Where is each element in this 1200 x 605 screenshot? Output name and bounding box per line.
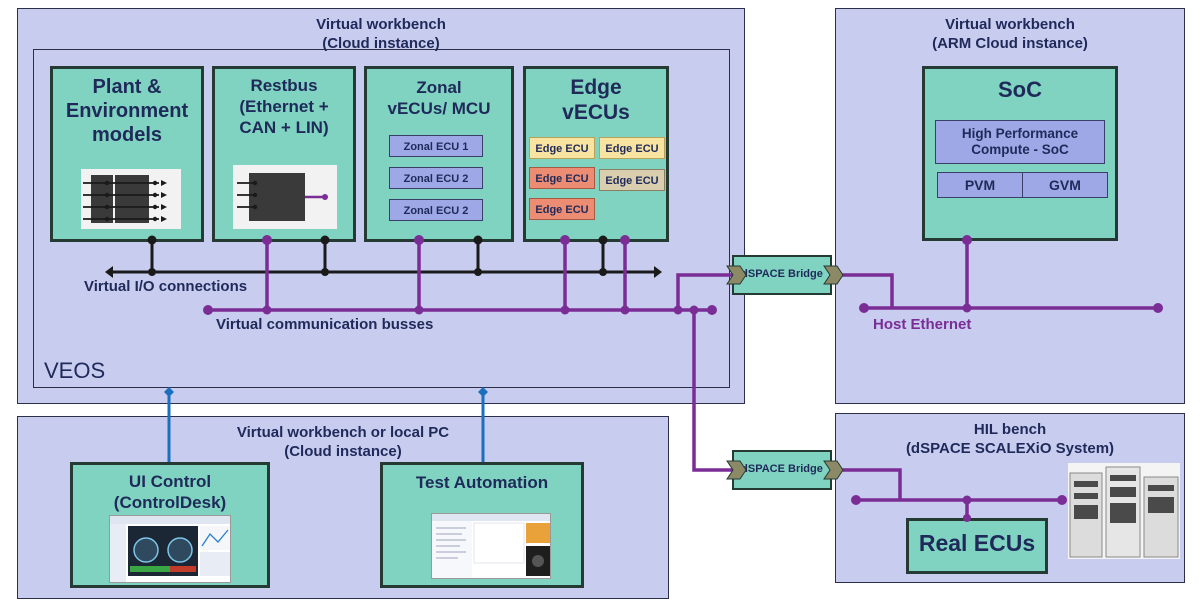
arm-workbench-title-line1: Virtual workbench [945,16,1075,33]
veos-workbench-title-line2: (Cloud instance) [322,35,440,52]
host-ethernet-label: Host Ethernet [873,316,972,333]
zonal-ecu-2: Zonal ECU 2 [389,167,483,189]
real-ecus-box: Real ECUs [906,518,1048,574]
ui-links [167,392,485,462]
gvm-block: GVM [1022,172,1108,198]
arm-workbench-title: Virtual workbench (ARM Cloud instance) [836,15,1184,53]
ui-link-nodes [164,387,488,397]
io-bus [112,240,655,274]
virtual-io-label: Virtual I/O connections [84,278,248,295]
plant-title-line2: Environment [65,100,189,122]
soc-title: SoC [998,77,1042,102]
ui-control-title-line2: (ControlDesk) [113,493,227,512]
restbus-title-line2: (Ethernet + [239,97,329,116]
bridge-connectors [726,265,844,480]
edge-ecu-1: Edge ECU [529,137,595,159]
edge-ecu-4: Edge ECU [599,169,665,191]
comm-bus-nodes [203,235,1163,522]
hil-bench-title: HIL bench (dSPACE SCALEXiO System) [836,420,1184,458]
local-pc-title: Virtual workbench or local PC (Cloud ins… [18,423,668,461]
zonal-title-line2: vECUs/ MCU [387,99,491,118]
plant-environment-title: Plant & Environment models [53,75,201,147]
pvm-block: PVM [937,172,1023,198]
edge-title-line1: Edge [570,76,622,99]
ui-control-box: UI Control (ControlDesk) [70,462,270,588]
edge-vecus-box: Edge vECUs Edge ECU Edge ECU Edge ECU Ed… [523,66,669,242]
restbus-chip-icon [233,165,337,229]
edge-ecu-5: Edge ECU [529,198,595,220]
scalexio-rack-image [1068,463,1180,559]
local-pc-title-line1: Virtual workbench or local PC [236,424,450,441]
dspace-bridge-bottom: dSPACE Bridge [732,450,832,490]
veos-container [33,49,730,388]
zonal-ecu-1: Zonal ECU 1 [389,135,483,157]
comm-bus [208,240,1158,518]
zonal-vecus-box: Zonal vECUs/ MCU Zonal ECU 1 Zonal ECU 2… [364,66,514,242]
io-bus-nodes [105,235,662,278]
restbus-box: Restbus (Ethernet + CAN + LIN) [212,66,356,242]
plant-title-line3: models [91,124,163,146]
hpc-soc-block: High Performance Compute - SoC [935,120,1105,164]
test-automation-screenshot [431,513,551,579]
restbus-title-line1: Restbus [250,76,318,95]
veos-workbench-title-line1: Virtual workbench [316,16,446,33]
hil-bench-title-line2: (dSPACE SCALEXiO System) [905,440,1115,457]
plant-environment-box: Plant & Environment models [50,66,204,242]
restbus-title: Restbus (Ethernet + CAN + LIN) [215,75,353,138]
scalexio-rack-art [1069,466,1179,558]
edge-title-line2: vECUs [562,101,630,124]
hpc-line2: Compute - SoC [971,142,1069,157]
veos-workbench-title: Virtual workbench (Cloud instance) [18,15,744,53]
plant-title-line1: Plant & [92,76,162,98]
edge-ecu-2: Edge ECU [599,137,665,159]
zonal-ecu-3: Zonal ECU 2 [389,199,483,221]
ui-control-title: UI Control (ControlDesk) [73,471,267,513]
soc-box: SoC High Performance Compute - SoC PVM G… [922,66,1118,241]
hil-bench-title-line1: HIL bench [973,421,1047,438]
test-automation-box: Test Automation [380,462,584,588]
edge-vecus-title: Edge vECUs [526,75,666,125]
ui-control-title-line1: UI Control [128,472,212,491]
real-ecus-title: Real ECUs [918,530,1036,556]
virtual-comm-label: Virtual communication busses [216,316,434,333]
zonal-title-line1: Zonal [416,78,462,97]
dspace-bridge-bottom-label: dSPACE Bridge [741,463,823,475]
plant-chip-icon [81,169,181,229]
test-automation-screenshot-art [432,514,550,578]
restbus-title-line3: CAN + LIN) [239,118,329,137]
test-automation-title: Test Automation [415,473,549,492]
zonal-vecus-title: Zonal vECUs/ MCU [367,77,511,119]
local-pc-title-line2: (Cloud instance) [284,443,402,460]
arm-workbench-title-line2: (ARM Cloud instance) [932,35,1088,52]
veos-label: VEOS [44,358,106,383]
controldesk-screenshot [109,515,231,583]
dspace-bridge-top-label: dSPACE Bridge [741,268,823,280]
edge-ecu-3: Edge ECU [529,167,595,189]
controldesk-screenshot-art [110,516,230,582]
hpc-line1: High Performance [961,126,1079,141]
